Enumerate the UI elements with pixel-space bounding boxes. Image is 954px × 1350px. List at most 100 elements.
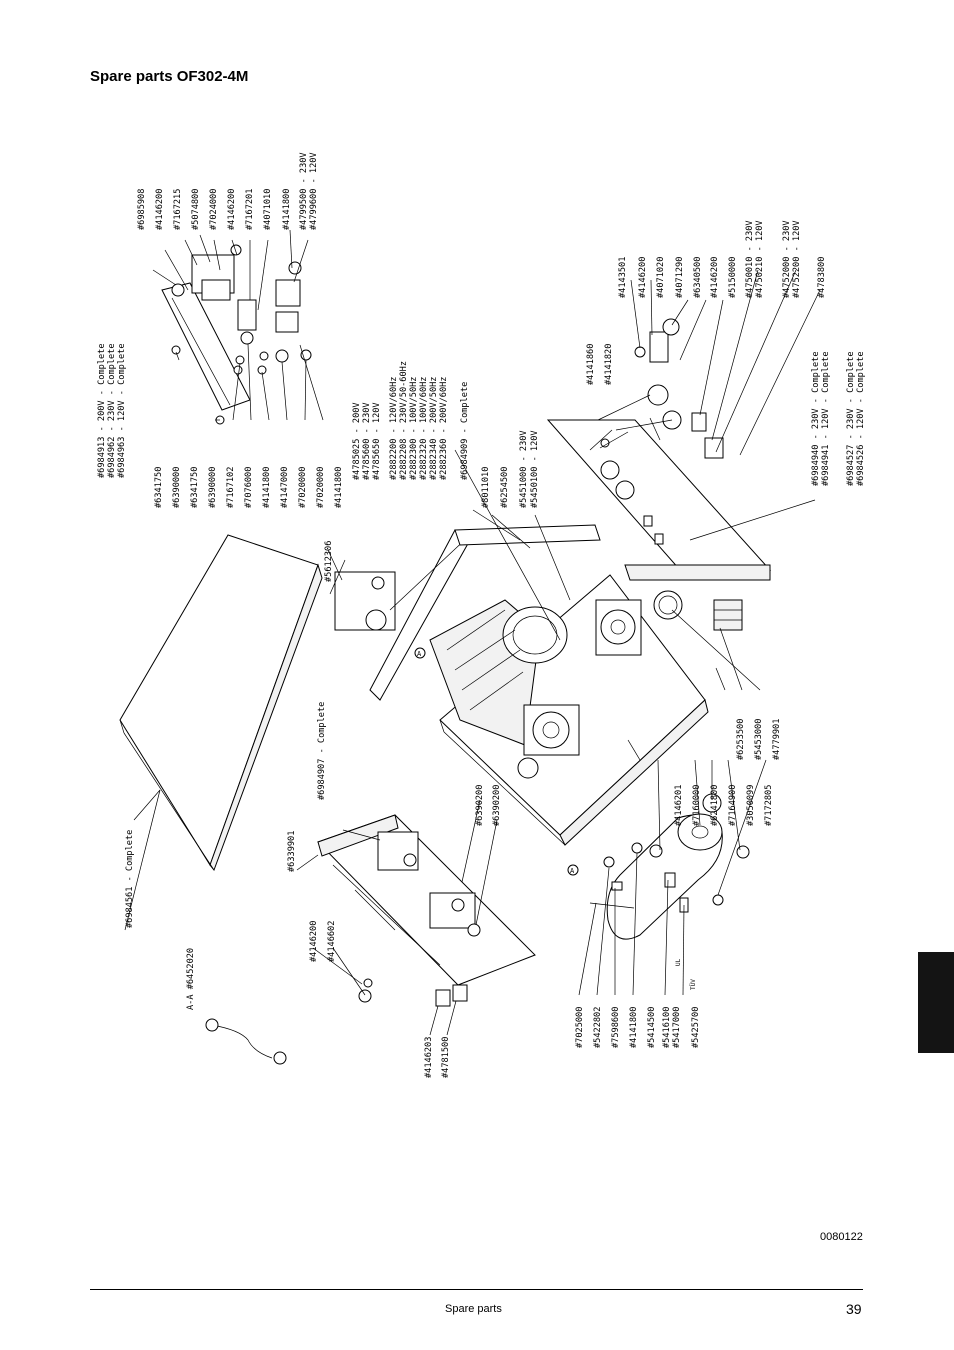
lid-drawing (119, 534, 319, 867)
part-label: #6984907 - Complete (317, 702, 327, 800)
part-label: #4785025 - 200V (352, 402, 362, 480)
part-label: #6984941 - 120V - Complete (821, 351, 831, 486)
part-label: #7167215 (173, 189, 183, 230)
part-label: #4141800 (282, 189, 292, 230)
top-left-complete-labels: #6984913 - 200V - Complete #6984962 - 23… (97, 343, 127, 478)
part-label: A-A #6452020 (186, 948, 196, 1010)
part-label: #4141860 (586, 344, 596, 385)
section-markers: A A (417, 650, 575, 875)
part-label: #4785600 - 230V (362, 402, 372, 480)
part-label: #4750210 - 120V (755, 220, 765, 298)
part-label: #4781500 (441, 1037, 451, 1078)
part-label: #4143501 (618, 257, 628, 298)
top-right-pair-labels: #4799500 - 230V #4799600 - 120V (299, 152, 319, 230)
part-label: #5414500 (647, 1007, 657, 1048)
part-label: #5450100 - 120V (530, 430, 540, 508)
cover-lid-frame-labels: #5612306 #6984561 - Complete #6984907 - … (125, 541, 502, 928)
part-label: #4752000 - 230V (782, 220, 792, 298)
part-label: #6984561 - Complete (125, 830, 135, 928)
right-top-labels: #4141860 #4141820 #4143501 #4146200 #407… (586, 257, 738, 385)
part-label: #4141800 (629, 1007, 639, 1048)
part-label: #7076000 (244, 467, 254, 508)
part-label: #5451000 - 230V (519, 430, 529, 508)
part-label: #4779901 (772, 719, 782, 760)
part-label: #5422802 (593, 1007, 603, 1048)
bottom-left-labels: #4146200 #4146602 A-A #6452020 #4146203 … (186, 921, 451, 1078)
top-left-labels: #6341750 #6390000 #6341750 #6390000 #716… (154, 467, 344, 508)
part-label: #4783800 (817, 257, 827, 298)
part-label: #6339901 (287, 831, 297, 872)
footer-section-title: Spare parts (445, 1303, 502, 1315)
part-label: #4146201 (674, 785, 684, 826)
page-title: Spare parts OF302-4M (90, 68, 249, 85)
part-label: #6984940 - 230V - Complete (811, 351, 821, 486)
part-label: #6984526 - 120V - Complete (856, 351, 866, 486)
part-label: #2882200 - 120V/60Hz (389, 377, 399, 480)
part-label: #7025000 (575, 1007, 585, 1048)
section-tab (918, 952, 954, 1053)
part-label: #5417000 (672, 1007, 682, 1048)
part-label: #4750010 - 230V (745, 220, 755, 298)
part-label: #3050099 (746, 785, 756, 826)
part-label: #2882360 - 200V/60Hz (439, 377, 449, 480)
part-label: #4785650 - 120V (372, 402, 382, 480)
part-label: #8011010 (481, 467, 491, 508)
part-label: #6984962 - 230V - Complete (107, 343, 117, 478)
part-label: #6984963 - 120V - Complete (117, 343, 127, 478)
front-panel-drawing (546, 419, 772, 571)
approval-mark: UL (675, 958, 682, 966)
part-label: #4141800 (334, 467, 344, 508)
part-label: #6390000 (208, 467, 218, 508)
part-label: #2882300 - 100V/50Hz (409, 377, 419, 480)
fan-right-labels: #6253500 #5453000 #4779901 (736, 719, 782, 760)
part-label: #6340500 (693, 257, 703, 298)
part-label: #6253500 (736, 719, 746, 760)
part-label: #4146203 (424, 1037, 434, 1078)
part-label: #4141820 (604, 344, 614, 385)
part-label: #4071290 (675, 257, 685, 298)
part-label: #6390200 (475, 785, 485, 826)
top-right-labels: #6985908 #4146200 #7167215 #5074800 #702… (137, 189, 292, 230)
part-label: #7598600 (611, 1007, 621, 1048)
part-label: #4146200 (638, 257, 648, 298)
approval-mark: TÜV (690, 979, 697, 990)
footer-divider (90, 1289, 863, 1290)
part-label: #4146602 (327, 921, 337, 962)
tank-left-labels: #7025000 #5422802 #7598600 #4141800 #541… (575, 958, 701, 1048)
tank-right-labels: #4146201 #7160000 #6241800 #7164900 #305… (674, 785, 774, 826)
part-label: #6341750 (190, 467, 200, 508)
part-label: #4071020 (656, 257, 666, 298)
part-label: #7024000 (209, 189, 219, 230)
section-marker-label: A (570, 867, 575, 875)
drawing-lines (119, 229, 821, 1065)
page-number: 39 (846, 1301, 862, 1317)
part-label: #5453000 (754, 719, 764, 760)
right-complete-labels: #6984940 - 230V - Complete #6984941 - 12… (811, 351, 866, 486)
right-pair-labels: #4750010 - 230V #4750210 - 120V #4752000… (745, 220, 827, 298)
part-label: #7020000 (298, 467, 308, 508)
part-label: #6241800 (710, 785, 720, 826)
part-label: #7160000 (692, 785, 702, 826)
part-label: #4799500 - 230V (299, 152, 309, 230)
center-labels: #8011010 #6254500 #5451000 - 230V #54501… (481, 430, 540, 508)
part-label: #6254500 (500, 467, 510, 508)
part-label: #5150000 (728, 257, 738, 298)
part-label: #4141800 (262, 467, 272, 508)
part-label: #4146200 (309, 921, 319, 962)
part-label: #6984913 - 200V - Complete (97, 343, 107, 478)
part-label: #5074800 (191, 189, 201, 230)
part-label: #4752200 - 120V (792, 220, 802, 298)
part-label: #6984527 - 230V - Complete (846, 351, 856, 486)
part-label: #5612306 (324, 541, 334, 582)
figure-id: 0080122 (820, 1231, 863, 1243)
part-label: #7172805 (764, 785, 774, 826)
part-label: #6341750 (154, 467, 164, 508)
part-label: #6390000 (172, 467, 182, 508)
hose-drawing (211, 1024, 273, 1059)
part-label: #5416100 (662, 1007, 672, 1048)
part-label: #4146200 (227, 189, 237, 230)
part-label: #4071010 (263, 189, 273, 230)
part-label: #7020000 (316, 467, 326, 508)
part-label: #6390200 (492, 785, 502, 826)
